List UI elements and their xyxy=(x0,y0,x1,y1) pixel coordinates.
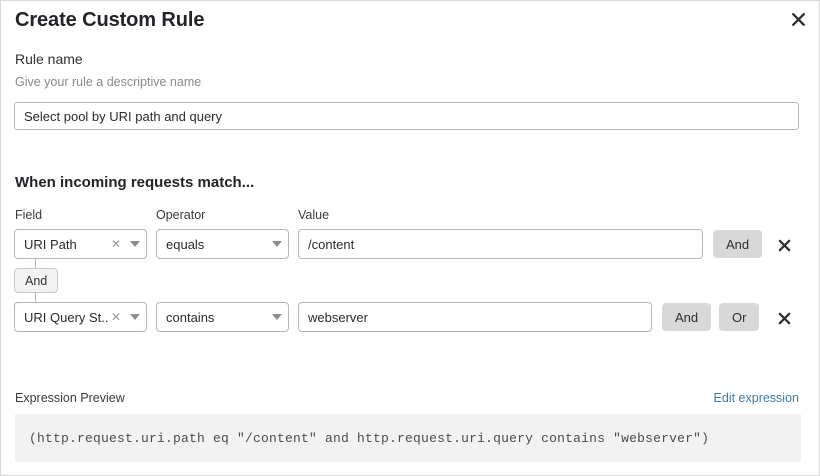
expression-preview-code: (http.request.uri.path eq "/content" and… xyxy=(29,430,710,446)
close-icon[interactable] xyxy=(786,7,810,31)
clear-x-icon[interactable]: ✕ xyxy=(110,310,122,324)
connector-line-top xyxy=(35,259,36,269)
field-select-1[interactable]: URI Path ✕ xyxy=(14,229,147,259)
operator-select-2[interactable]: contains xyxy=(156,302,289,332)
field-select-2-value: URI Query St... xyxy=(24,309,108,325)
and-button-1[interactable]: And xyxy=(713,230,763,258)
column-header-value: Value xyxy=(298,208,330,222)
expression-preview-box: (http.request.uri.path eq "/content" and… xyxy=(15,414,801,462)
rule-name-label: Rule name xyxy=(15,51,83,67)
match-section-title: When incoming requests match... xyxy=(15,174,255,191)
delete-row-1-icon[interactable] xyxy=(773,234,795,256)
field-select-1-value: URI Path xyxy=(24,236,77,252)
chevron-down-icon[interactable] xyxy=(124,314,146,320)
expression-preview-label: Expression Preview xyxy=(15,391,125,405)
operator-select-1-value: equals xyxy=(166,236,205,252)
condition-row: URI Query St... ✕ contains And Or xyxy=(1,302,819,332)
connector-and-badge[interactable]: And xyxy=(14,268,59,293)
chevron-down-icon[interactable] xyxy=(266,314,288,320)
rule-name-help-text: Give your rule a descriptive name xyxy=(15,75,202,89)
dialog-title: Create Custom Rule xyxy=(15,9,205,31)
rule-name-input[interactable] xyxy=(14,102,799,130)
and-button-2[interactable]: And xyxy=(662,303,712,331)
chevron-down-icon[interactable] xyxy=(124,241,146,247)
clear-x-icon[interactable]: ✕ xyxy=(110,237,122,251)
delete-row-2-icon[interactable] xyxy=(773,307,795,329)
chevron-down-icon[interactable] xyxy=(266,241,288,247)
value-input-1[interactable] xyxy=(298,229,703,259)
connector-line-bottom xyxy=(35,292,36,303)
or-button-2[interactable]: Or xyxy=(719,303,760,331)
field-select-2[interactable]: URI Query St... ✕ xyxy=(14,302,147,332)
column-header-field: Field xyxy=(15,208,43,222)
value-input-2[interactable] xyxy=(298,302,652,332)
condition-row: URI Path ✕ equals And xyxy=(1,229,819,259)
column-header-operator: Operator xyxy=(156,208,206,222)
operator-select-1[interactable]: equals xyxy=(156,229,289,259)
edit-expression-link[interactable]: Edit expression xyxy=(713,391,799,405)
operator-select-2-value: contains xyxy=(166,309,215,325)
